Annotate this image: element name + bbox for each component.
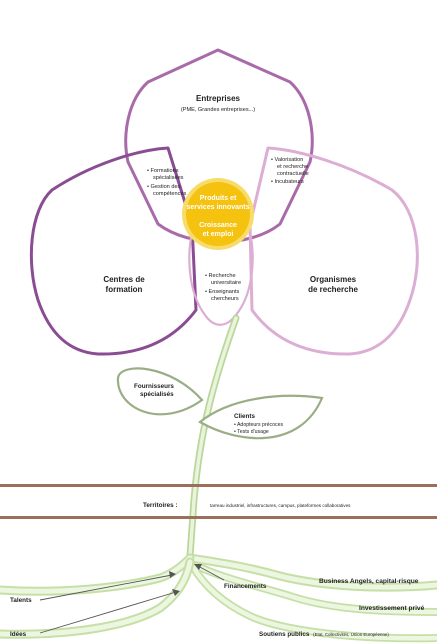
root-idees-inner — [0, 559, 193, 637]
center-text-4: et emploi — [203, 231, 234, 238]
root-soutiens-inner — [189, 562, 437, 641]
leaf-right — [198, 394, 324, 440]
soutiens-main: Soutiens publics — [259, 631, 310, 638]
center-text-3: Croissance — [199, 222, 237, 229]
root-label-business-angels: Business Angels, capital-risque — [319, 578, 419, 585]
root-label-investissement: Investissement privé — [359, 605, 425, 612]
overlap-left-line: • Gestion des — [147, 184, 181, 190]
overlap-left-line: spécialisées — [153, 175, 184, 181]
center-text-1: Produits et — [200, 195, 237, 202]
root-arrows — [39, 564, 225, 634]
overlap-right-top-text: • Valorisation et recherche contractuell… — [271, 157, 309, 185]
overlap-right-line: et recherche — [277, 164, 308, 170]
stem — [186, 314, 240, 560]
territories-text: tarreau industriel, infrastructures, cam… — [210, 503, 351, 508]
overlap-right-line: contractuelle — [277, 171, 309, 177]
arrow-talents — [39, 574, 173, 601]
center-circle — [186, 182, 250, 246]
arrow-idees — [39, 591, 177, 634]
overlap-bottom-line: universitaire — [211, 280, 241, 286]
root-business-angels-inner — [187, 555, 437, 590]
petal-organismes — [248, 146, 419, 356]
petal-centres — [29, 146, 198, 356]
root-talents-inner — [0, 555, 193, 594]
petal-left-title-2: formation — [106, 285, 143, 294]
overlap-bottom-line: chercheurs — [211, 296, 239, 302]
overlap-right-line: • Incubateurs — [271, 179, 304, 185]
leaf-right-item: • Adopteurs précoces — [234, 422, 284, 428]
root-investissement-inner — [192, 562, 437, 615]
arrow-financements-head — [194, 564, 202, 570]
overlap-bottom-line: • Enseignants — [205, 289, 240, 295]
overlap-right-line: • Valorisation — [271, 157, 303, 163]
petal-left-title-1: Centres de — [103, 275, 145, 284]
leaf-right-title: Clients — [234, 413, 255, 420]
roots — [0, 553, 437, 643]
overlap-bottom-text: • Recherche universitaire • Enseignants … — [205, 273, 241, 302]
root-label-talents: Talents — [10, 597, 32, 604]
center-text-2: services innovants — [186, 204, 249, 211]
stem-inner — [188, 316, 238, 558]
overlap-left-line: • Formations — [147, 168, 179, 174]
leaf-left — [116, 367, 204, 416]
root-label-financements: Financements — [224, 583, 267, 590]
arrow-financements — [197, 565, 225, 581]
root-label-idees: Idées — [10, 631, 27, 638]
petal-right-title-1: Organismes — [310, 275, 357, 284]
leaf-right-item: • Tests d'usage — [234, 429, 269, 435]
overlap-bottom-line: • Recherche — [205, 273, 236, 279]
arrow-idees-head — [172, 589, 180, 596]
territory-band-bottom — [0, 516, 437, 519]
overlap-bottom-lobe — [188, 231, 254, 326]
petal-top-title: Entreprises — [196, 94, 241, 103]
overlap-left-line: compétences — [153, 191, 186, 197]
leaf-left-text-2: spécialisés — [140, 391, 174, 398]
soutiens-detail: (Etat, Collectivités, Union Européenne) — [313, 632, 389, 637]
territory-band-top — [0, 484, 437, 487]
petal-right-title-2: de recherche — [308, 285, 358, 294]
leaf-left-text-1: Fournisseurs — [134, 383, 174, 390]
petal-top-subtitle: (PME, Grandes entreprises...) — [181, 107, 255, 113]
arrow-talents-head — [169, 571, 176, 578]
territories-label: Territoires : — [143, 502, 178, 509]
root-label-soutiens: Soutiens publics (Etat, Collectivités, U… — [259, 631, 389, 638]
overlap-left-top-text: • Formations spécialisées • Gestion des … — [147, 168, 186, 197]
